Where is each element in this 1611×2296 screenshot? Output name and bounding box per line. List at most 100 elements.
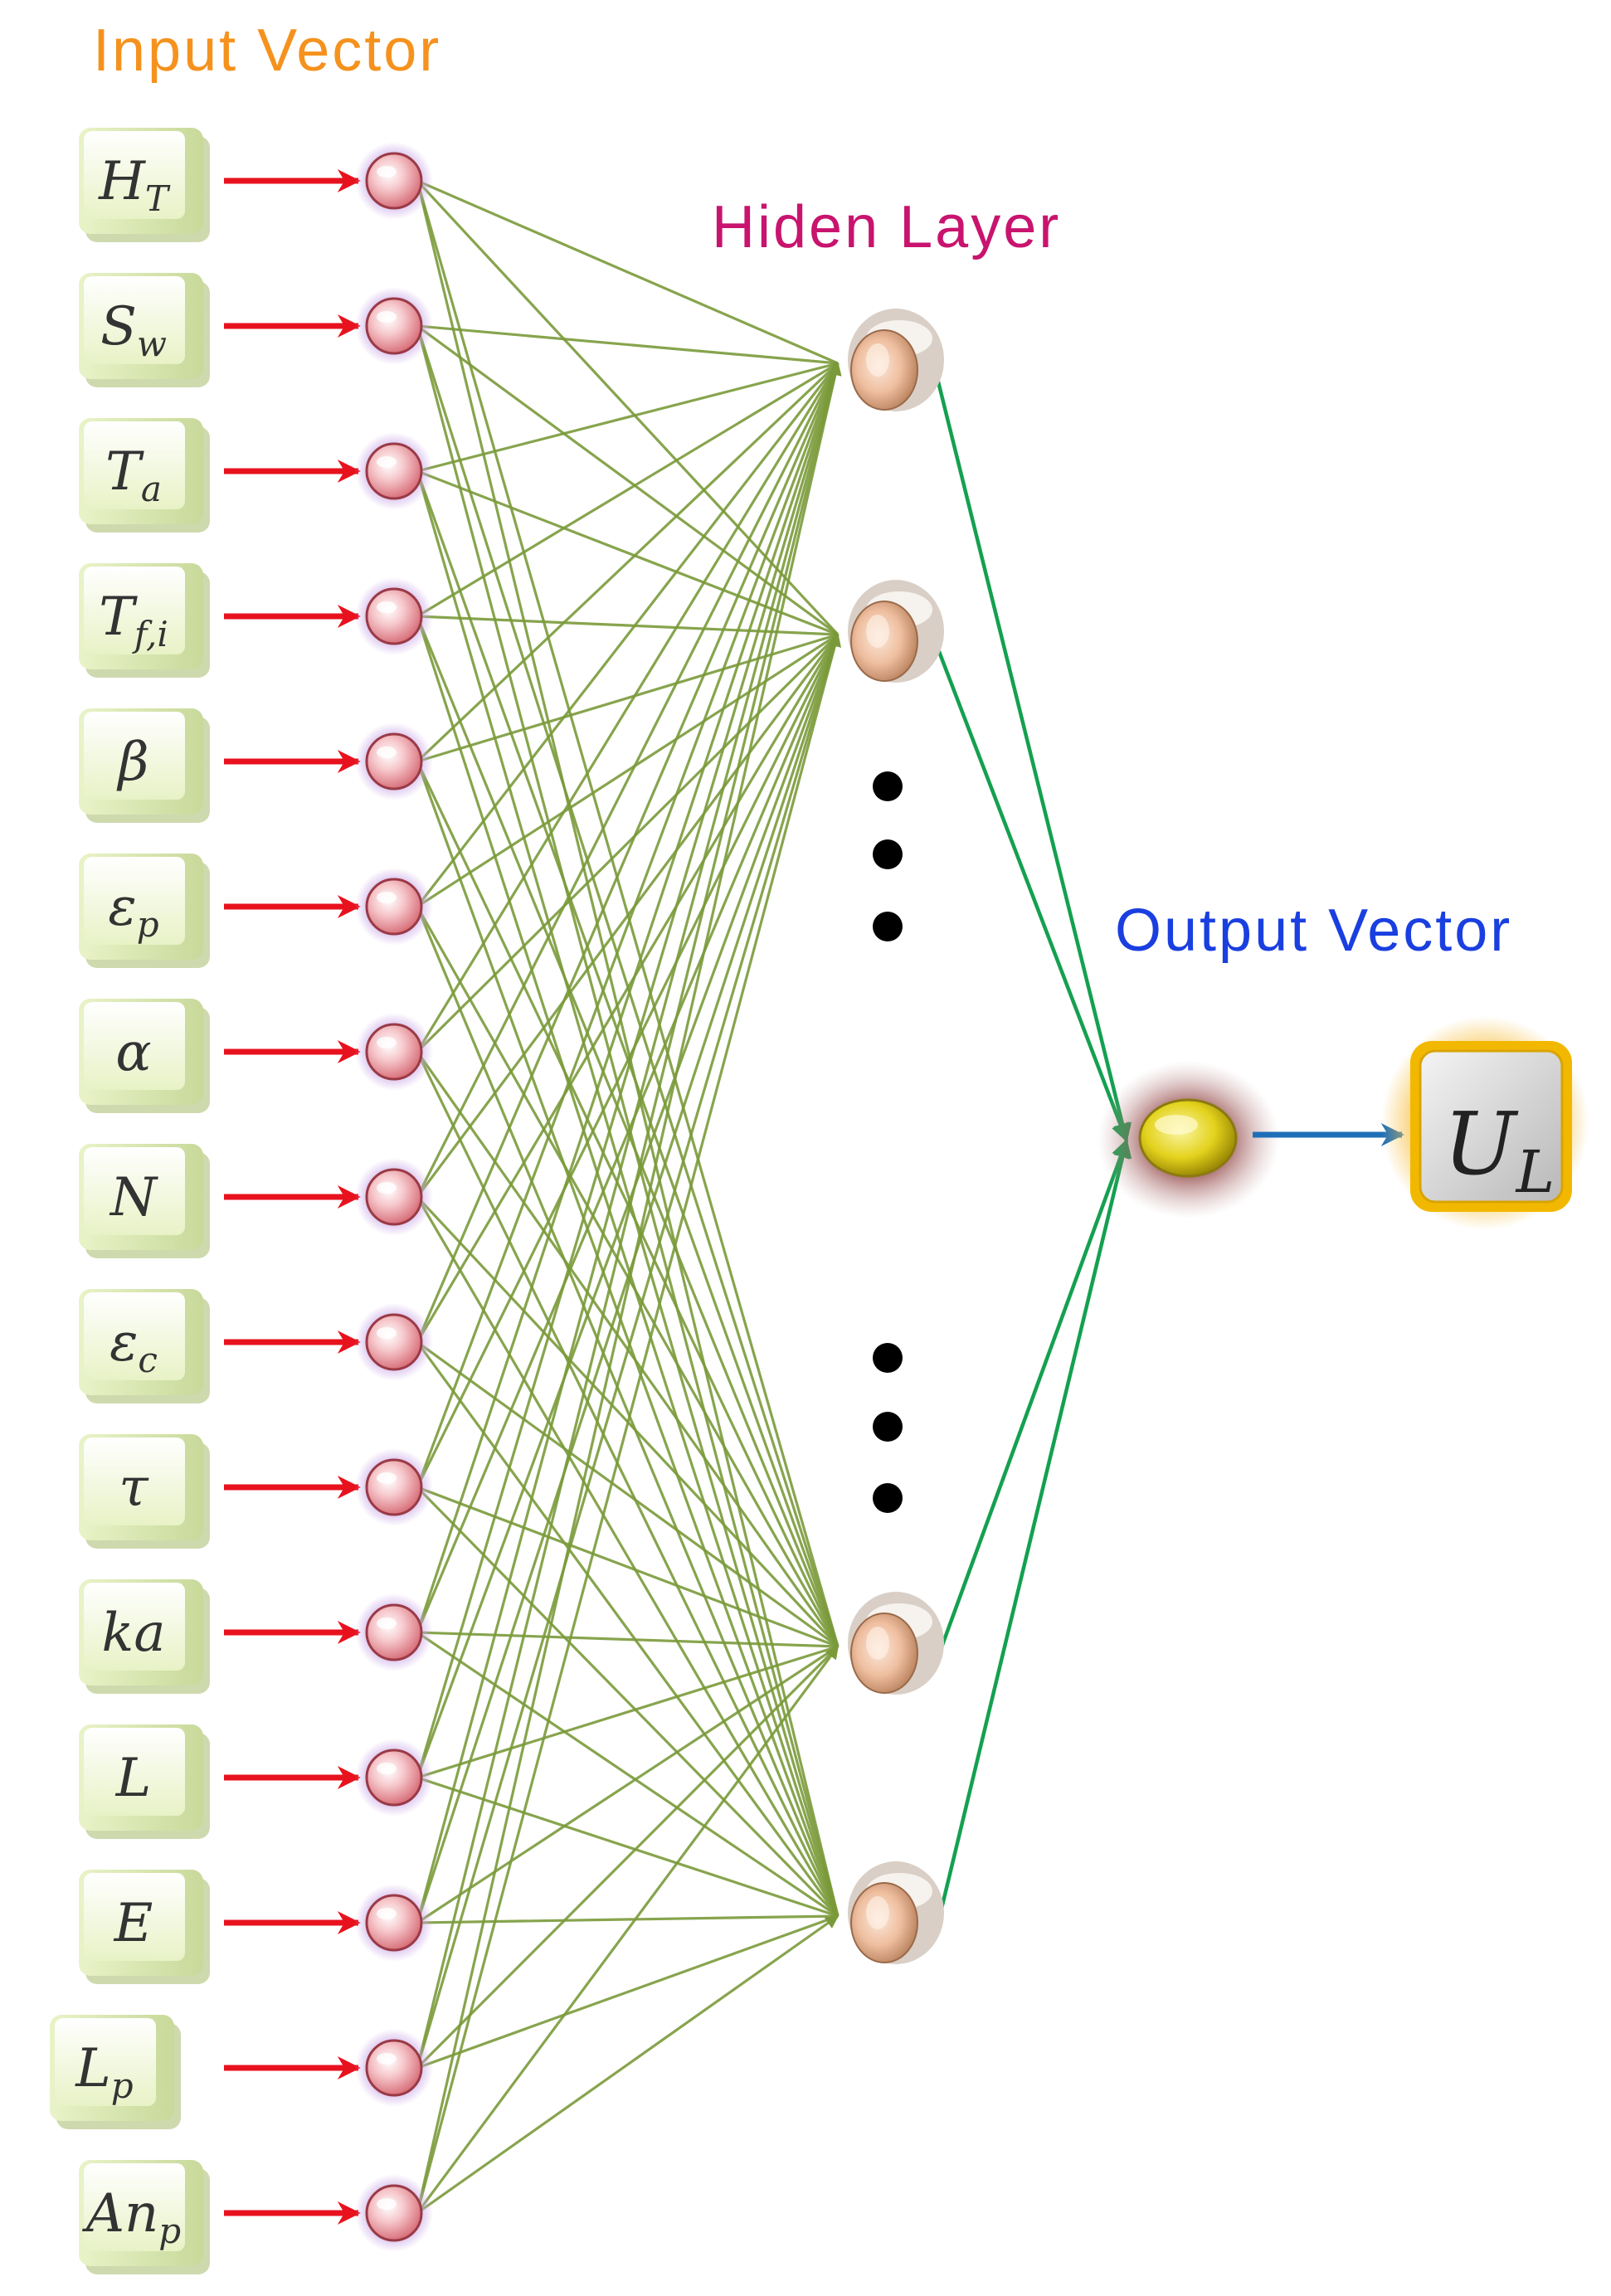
input-label-base: L — [115, 1748, 152, 1809]
connection-line — [416, 1631, 839, 1648]
input-node-highlight — [377, 892, 397, 903]
input-label-sub: a — [141, 469, 162, 509]
input-label: εp — [108, 877, 158, 945]
connection-line — [416, 1631, 839, 1918]
connection-line — [416, 1645, 839, 1779]
input-node-highlight — [377, 166, 397, 178]
connection-line — [416, 1486, 839, 1648]
input-node — [365, 1023, 423, 1081]
hidden-node-core-highlight — [866, 343, 889, 377]
hidden-node-core-highlight — [866, 1896, 889, 1929]
output-label: UL — [1443, 1093, 1555, 1206]
input-key-face — [84, 712, 185, 800]
input-node — [365, 152, 423, 210]
input-label-sub: p — [158, 2211, 181, 2251]
connection-line — [416, 615, 839, 636]
connection-line — [416, 634, 840, 1198]
connection-line — [416, 1196, 840, 1917]
input-label-base: An — [82, 2183, 158, 2245]
ellipsis-dot — [873, 839, 903, 869]
input-node-highlight — [377, 1182, 397, 1194]
hidden-node — [848, 580, 944, 683]
ellipsis-dot — [873, 1412, 903, 1442]
input-label-sub: T — [145, 178, 171, 219]
input-node-highlight — [377, 601, 397, 613]
input-key-face — [84, 1873, 185, 1961]
connection-line — [416, 362, 839, 473]
connection-line — [416, 179, 839, 365]
input-node — [365, 2039, 423, 2097]
input-label-base: H — [98, 151, 146, 212]
input-label-sub: p — [137, 904, 159, 945]
input-node-highlight — [377, 2198, 397, 2210]
connection-line — [416, 362, 840, 1778]
input-key-face — [84, 1437, 185, 1525]
hidden-to-output-line — [933, 1138, 1132, 1934]
input-label: Ta — [105, 441, 162, 509]
output-label-sub: L — [1515, 1138, 1555, 1206]
input-label-base: ka — [102, 1603, 166, 1664]
connection-line — [416, 634, 840, 1343]
output-box: UL — [1381, 1016, 1589, 1230]
connection-line — [416, 362, 842, 2214]
input-node — [365, 1458, 423, 1516]
input-key-face — [84, 421, 185, 509]
connection-line — [416, 634, 840, 1778]
output-label-base: U — [1443, 1093, 1519, 1194]
connection-line — [416, 634, 840, 1488]
connection-line — [416, 615, 840, 1917]
connection-line — [416, 362, 840, 1343]
input-node — [365, 2184, 423, 2242]
hidden-layer-header: Hiden Layer — [712, 194, 1061, 260]
connection-line — [416, 1776, 839, 1918]
input-row: HT — [79, 128, 433, 242]
input-key-face — [84, 857, 185, 945]
input-key-face — [84, 131, 185, 219]
input-node — [365, 1313, 423, 1371]
hidden-layer — [848, 309, 944, 1964]
connection-line — [416, 362, 840, 1053]
input-key-face — [84, 567, 185, 654]
input-row: Lp — [50, 2015, 433, 2129]
input-node — [365, 587, 423, 645]
connection-line — [416, 469, 839, 636]
ellipsis-dot — [873, 912, 903, 941]
input-key-face — [84, 276, 185, 364]
connection-line — [416, 362, 840, 907]
input-key-face — [55, 2018, 156, 2106]
input-label: Lp — [75, 2038, 133, 2106]
input-label: N — [109, 1167, 158, 1228]
connection-line — [416, 325, 840, 1917]
hidden-node-core-highlight — [866, 615, 889, 648]
input-key-face — [84, 1292, 185, 1380]
input-row: α — [79, 999, 433, 1113]
input-label: Tf,i — [99, 586, 168, 654]
input-node — [365, 1168, 423, 1226]
connection-line — [416, 1340, 839, 1648]
hidden-node-core-highlight — [866, 1627, 889, 1660]
input-key-face — [84, 1583, 185, 1671]
hidden-node — [848, 309, 944, 411]
ellipsis-dot — [873, 1343, 903, 1373]
input-vector-header: Input Vector — [93, 17, 441, 84]
input-row: εc — [79, 1289, 433, 1403]
input-label-sub: c — [138, 1340, 158, 1380]
hidden-to-output-connections — [933, 371, 1132, 1934]
input-key-face — [84, 2163, 185, 2251]
input-node-highlight — [377, 1763, 397, 1774]
connection-line — [416, 1914, 840, 2215]
input-row: Sw — [79, 273, 433, 387]
input-label-base: L — [75, 2038, 111, 2099]
connection-line — [416, 634, 840, 1924]
connection-line — [416, 180, 840, 1917]
connection-line — [416, 634, 840, 1633]
input-label-base: E — [114, 1893, 153, 1954]
connection-line — [416, 633, 842, 2214]
connection-line — [416, 324, 839, 636]
input-row: L — [79, 1724, 433, 1839]
input-node-highlight — [377, 1472, 397, 1484]
input-label-sub: p — [111, 2065, 134, 2106]
input-node — [365, 1894, 423, 1952]
connection-line — [416, 761, 840, 1917]
